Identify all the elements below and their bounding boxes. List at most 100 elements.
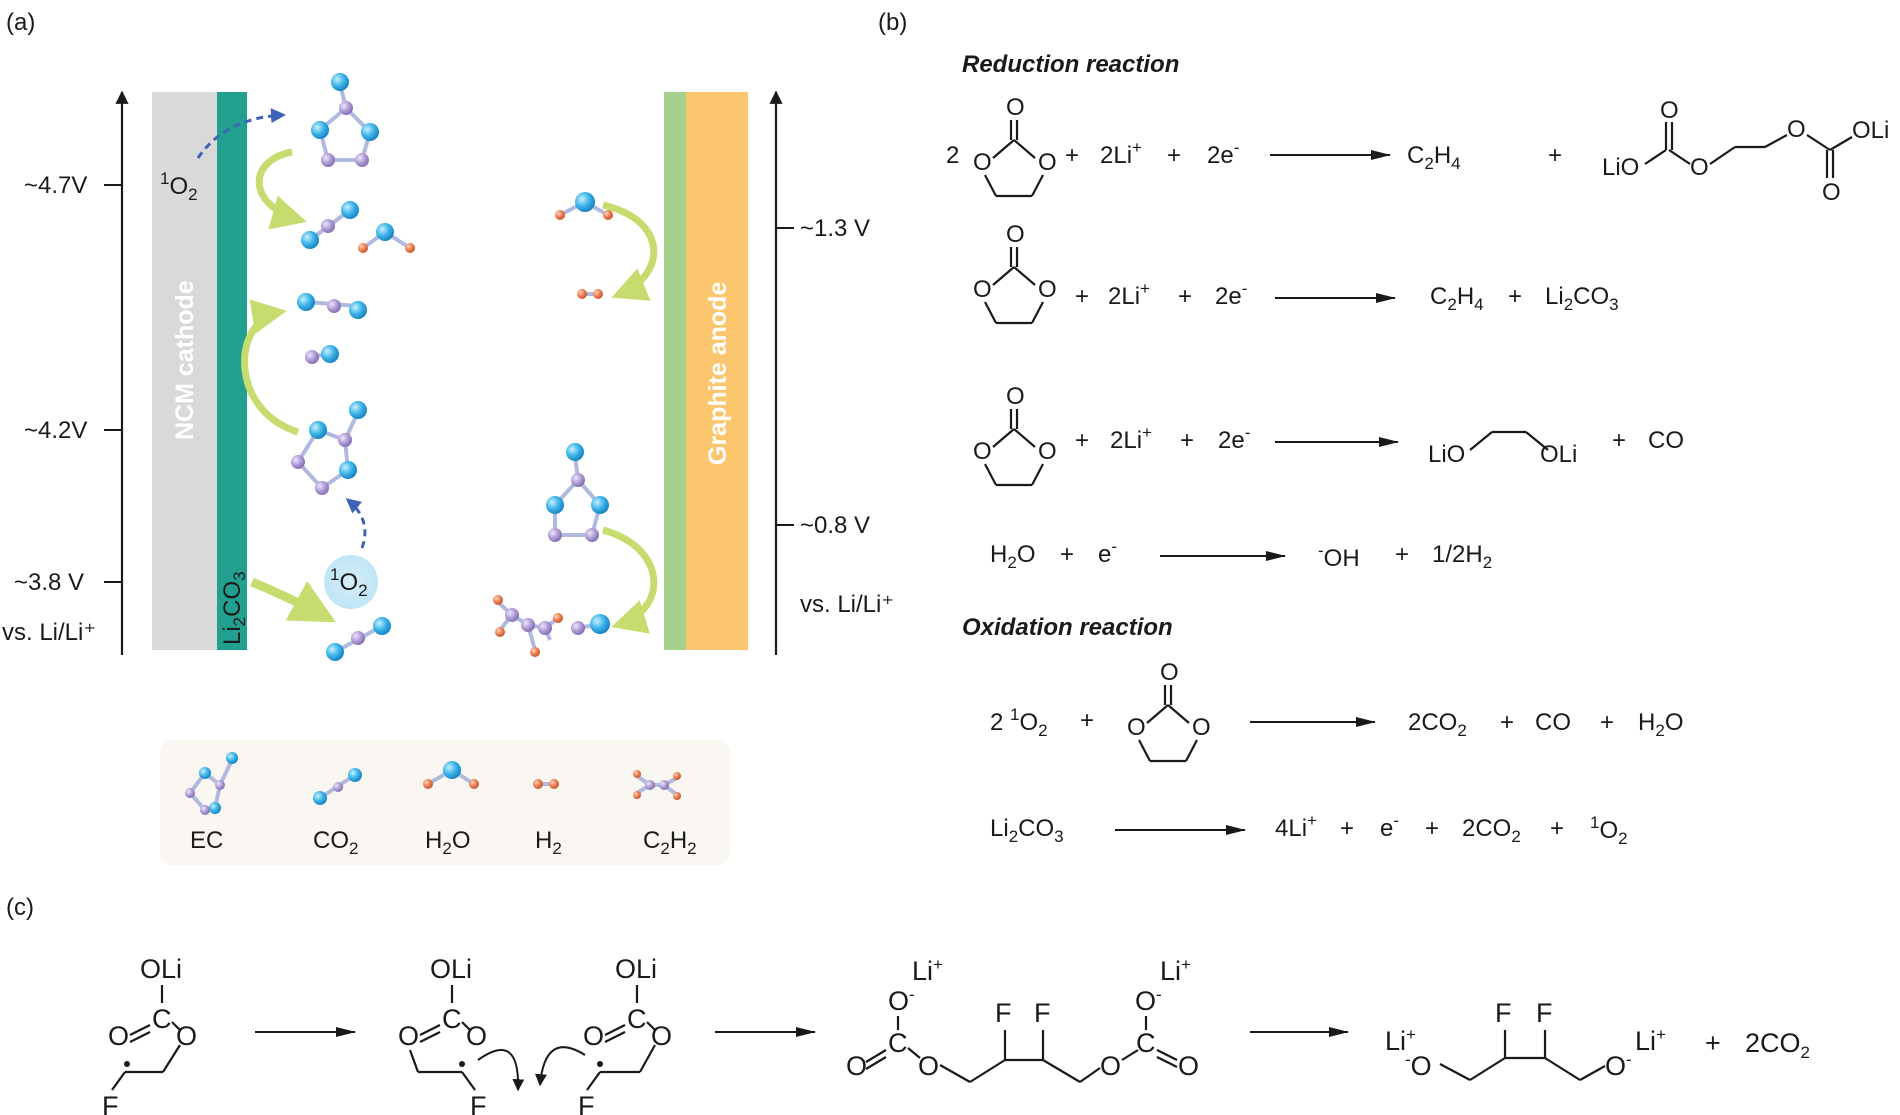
reaction-arrow-4 [602,201,658,301]
svg-text:O: O [1006,94,1025,121]
fec-radical-1: OLi C O O F [102,954,197,1115]
svg-text:O: O [1038,438,1057,465]
o1-singlet-oxygen: 2 1O2 [990,705,1048,740]
svg-text:O: O [108,1021,129,1051]
molecule-ec-anode [546,443,609,542]
svg-text:Li+: Li+ [1635,1025,1666,1056]
r4-hydroxide: -OH [1318,541,1360,572]
legend-h2o-glyph [423,761,479,789]
o2-singlet-oxygen: 1O2 [1590,813,1628,848]
panel-label-a: (a) [6,9,35,36]
panel-c-co2: 2CO2 [1745,1028,1810,1062]
molecule-co2-2 [297,293,367,319]
r3-product-co: CO [1648,427,1684,454]
reduction-title: Reduction reaction [962,51,1179,78]
r4-plus-1: + [1060,541,1074,568]
svg-text:O: O [918,1051,939,1081]
r4-h2o: H2O [990,541,1035,572]
graphite-anode [686,92,748,650]
molecule-co [305,345,339,364]
molecule-co2-3 [326,617,391,661]
r3-electrons: 2e- [1218,423,1250,454]
r2-product-c2h4: C2H4 [1430,283,1484,314]
svg-text:O: O [973,438,992,465]
svg-text:C: C [152,1004,172,1034]
svg-text:F: F [995,998,1012,1028]
svg-text:O: O [466,1021,487,1051]
right-axis-reference: vs. Li/Li⁺ [800,591,894,618]
ec-structure-r1: O O O [973,94,1057,198]
legend-co2-label: CO2 [313,827,358,858]
svg-text:O: O [973,149,992,176]
o1-h2o: H2O [1638,709,1683,740]
svg-text:OLi: OLi [1852,117,1889,144]
molecule-c2h4 [493,595,563,657]
left-tick-3-8: ~3.8 V [14,569,84,596]
svg-text:C: C [627,1004,647,1034]
svg-text:F: F [1034,998,1051,1028]
molecule-co2-1 [301,201,359,249]
svg-text:O: O [846,1051,867,1081]
svg-text:O: O [1822,179,1841,206]
fec-radical-2b: OLi C O O F [535,954,672,1115]
r2-plus-2: + [1178,283,1192,310]
o1-plus-1: + [1080,707,1094,734]
molecule-ec-middle [291,401,367,495]
r3-plus-1: + [1075,427,1089,454]
svg-text:O: O [583,1021,604,1051]
r1-electrons: 2e- [1207,138,1239,169]
o1-co2: 2CO2 [1408,709,1467,740]
ec-structure-o1: O O O [1127,659,1211,763]
lithium-alkoxide-product: Li+ -O F F O- Li+ [1385,998,1666,1081]
r1-plus-3: + [1548,142,1562,169]
graphite-anode-label: Graphite anode [704,282,732,465]
molecule-h2 [577,289,603,299]
panel-a: ~4.7V ~4.2V ~3.8 V vs. Li/Li⁺ NCM cathod… [2,73,894,865]
ec-structure-r2: O O O [973,221,1057,325]
left-tick-4-2: ~4.2V [24,417,87,444]
svg-text:-O: -O [1405,1050,1432,1081]
reaction-arrow-5 [602,526,658,634]
lithium-dicarbonate-dimer: Li+ O- C O O F F O C O- Li+ O [846,955,1199,1083]
legend-box [160,740,730,865]
ncm-cathode-label: NCM cathode [171,280,199,440]
molecule-h2o-1 [358,223,415,253]
svg-text:OLi: OLi [615,954,657,984]
svg-text:LiO: LiO [1602,154,1639,181]
right-tick-1-3: ~1.3 V [800,215,870,242]
svg-text:O: O [1787,116,1806,143]
right-tick-0-8: ~0.8 V [800,512,870,539]
r3-li: 2Li+ [1110,423,1152,454]
r3-plus-2: + [1180,427,1194,454]
o2-lithium: 4Li+ [1275,811,1317,842]
svg-text:O-: O- [888,985,915,1016]
svg-text:O: O [1038,276,1057,303]
o2-li2co3: Li2CO3 [990,815,1064,846]
molecule-ec-top [311,73,379,167]
svg-text:OLi: OLi [1540,441,1577,468]
singlet-oxygen-top: 1O2 [160,169,198,204]
svg-text:O-: O- [1135,985,1162,1016]
legend-c2h2-label: C2H2 [643,827,697,858]
legend-ec-glyph [185,752,238,815]
molecule-h2o-2 [555,192,613,220]
r1-li: 2Li+ [1100,138,1142,169]
svg-text:O: O [1006,221,1025,248]
svg-text:O-: O- [1605,1050,1632,1081]
svg-text:LiO: LiO [1428,441,1465,468]
r1-product-c2h4: C2H4 [1407,142,1461,173]
left-axis-reference: vs. Li/Li⁺ [2,619,96,646]
r3-plus-3: + [1612,427,1626,454]
panel-c: OLi C O O F OLi C O O [102,954,1810,1115]
r2-plus-1: + [1075,283,1089,310]
panel-label-b: (b) [878,9,907,36]
o2-plus-2: + [1425,815,1439,842]
svg-text:O: O [1660,97,1679,124]
svg-text:C: C [442,1004,462,1034]
singlet-oxygen-glow [324,555,378,609]
o1-plus-3: + [1600,709,1614,736]
svg-text:O: O [1690,154,1709,181]
r2-product-li2co3: Li2CO3 [1545,283,1619,314]
svg-text:OLi: OLi [140,954,182,984]
